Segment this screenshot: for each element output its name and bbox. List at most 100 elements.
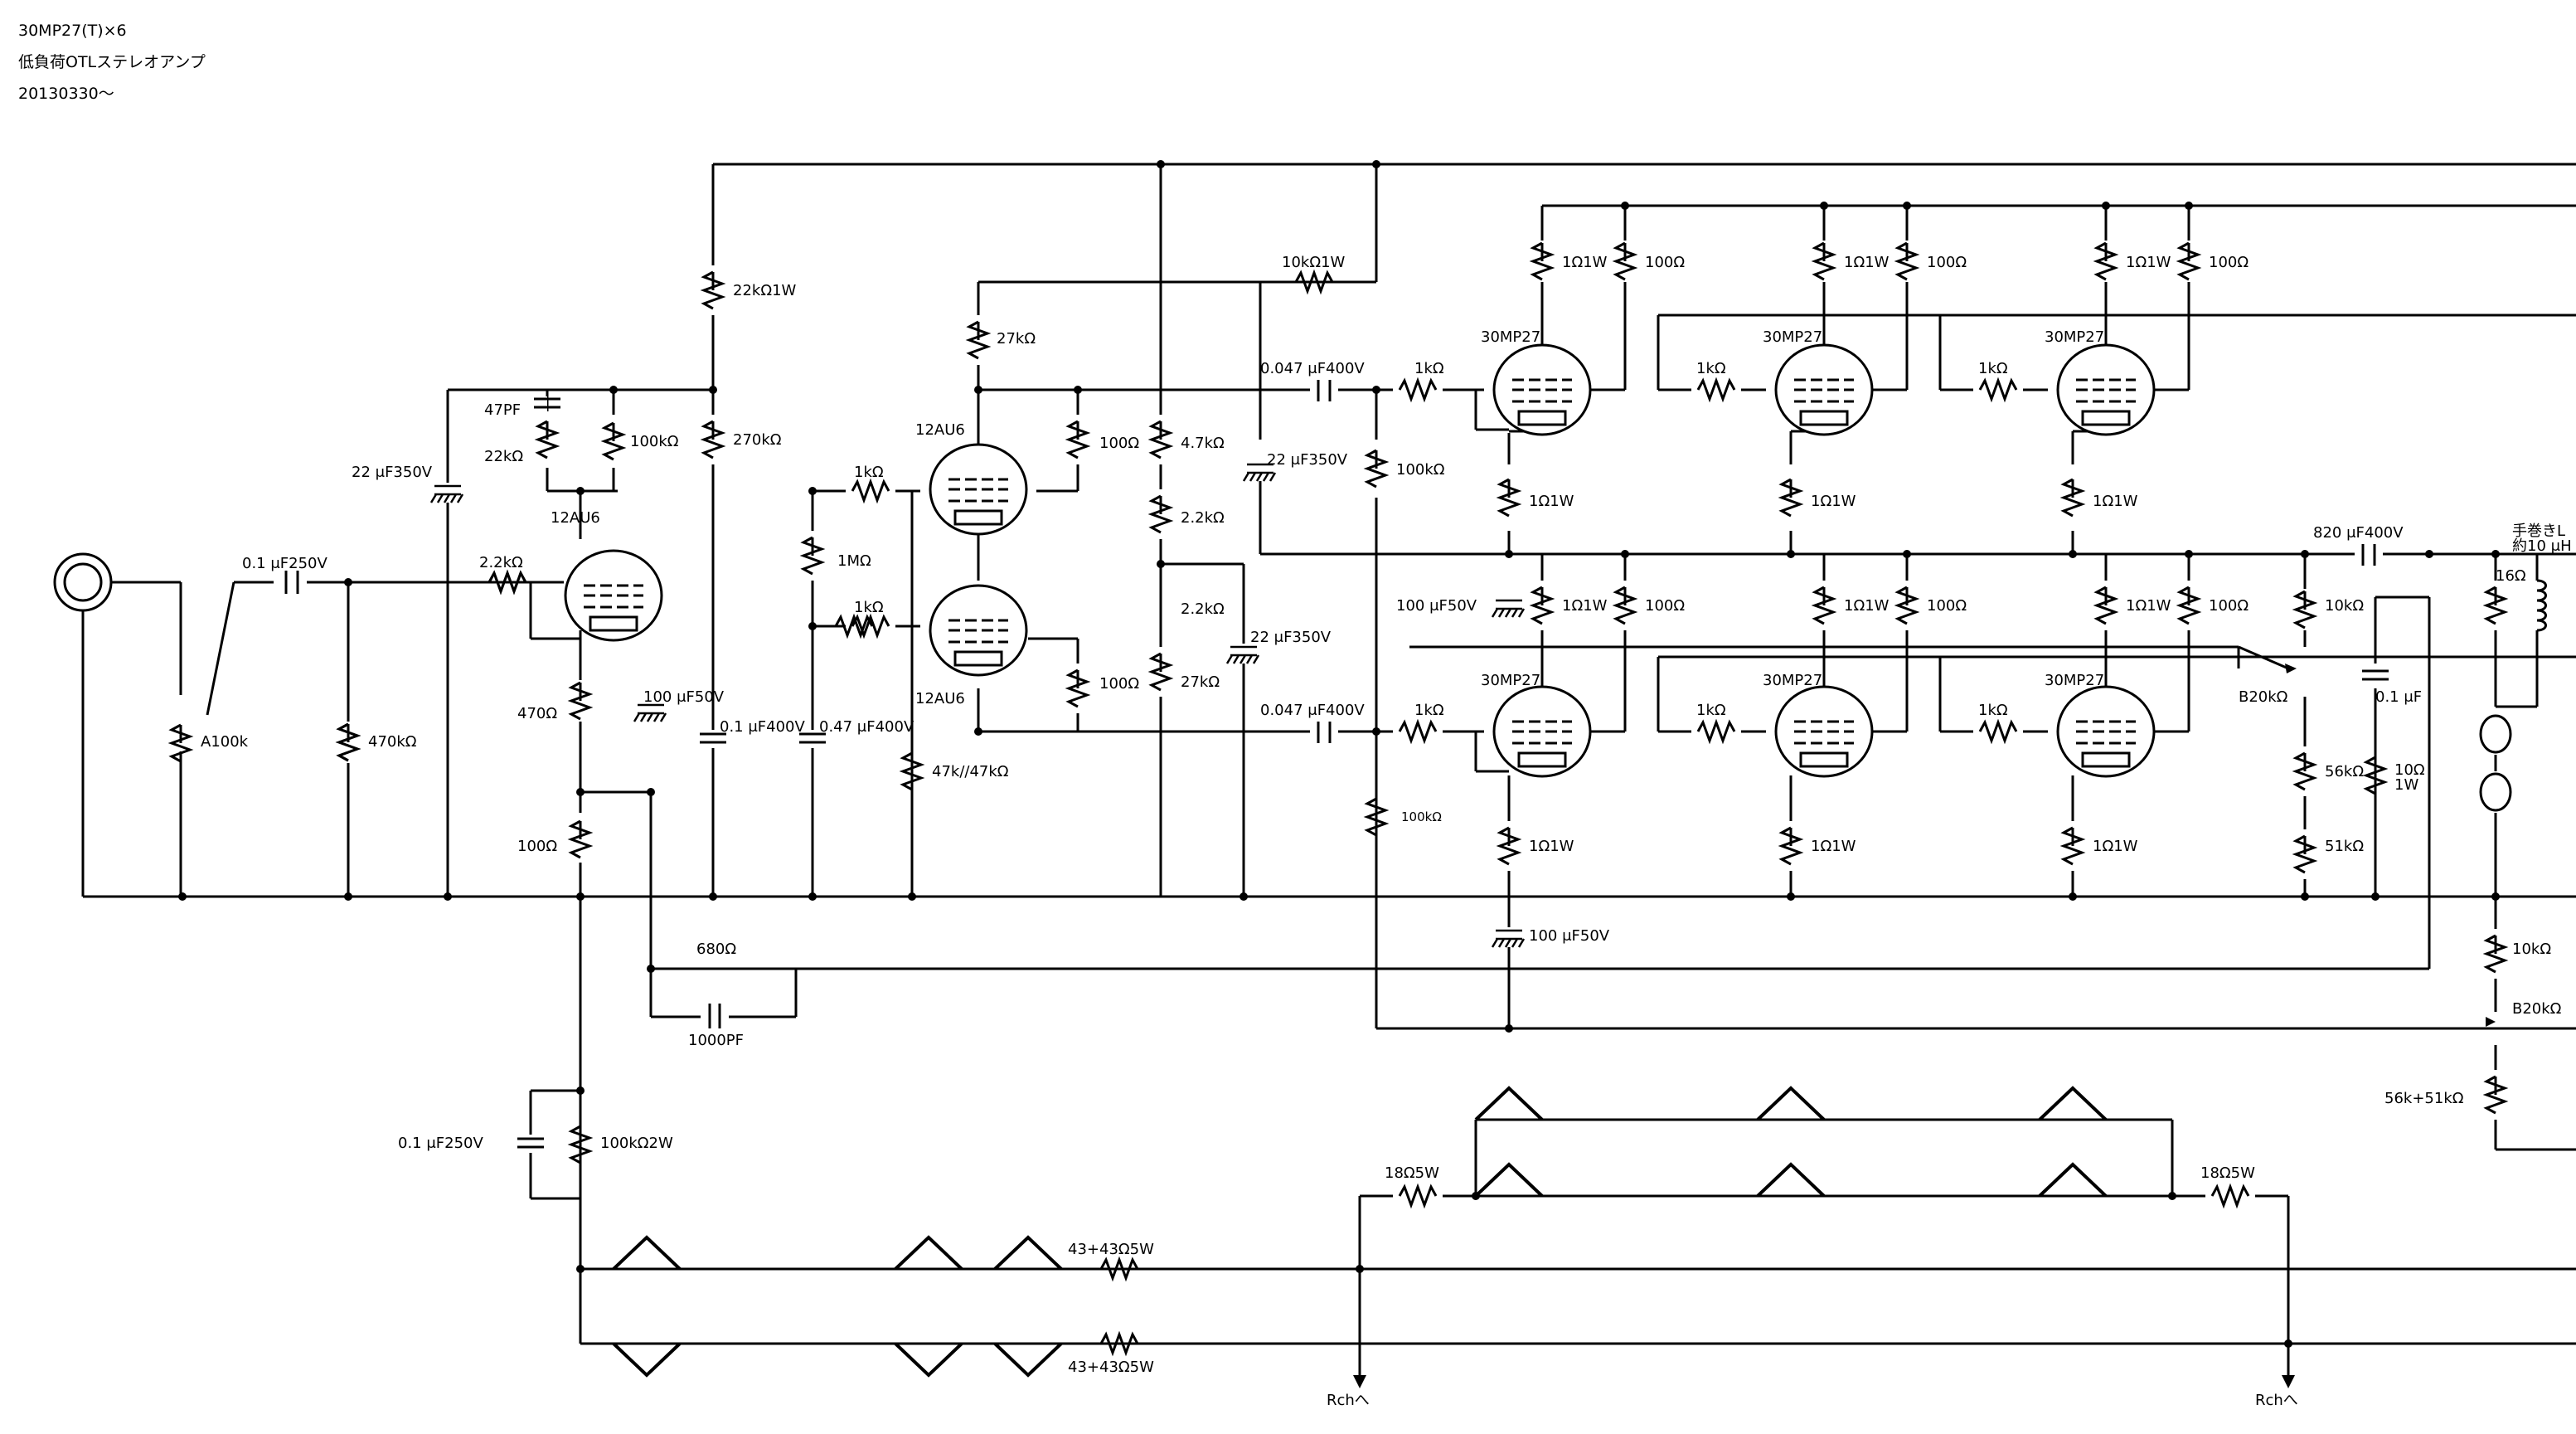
label-rs-1: 1Ω1W xyxy=(1562,254,1608,271)
label-pt-tube-5: 30MP27 xyxy=(1763,672,1822,689)
label-r-4k7: 4.7kΩ xyxy=(1181,435,1225,452)
label-c-22b: 22 μF350V xyxy=(1267,451,1348,469)
label-rk-6: 1Ω1W xyxy=(2093,838,2138,855)
label-c-out: 820 μF400V xyxy=(2313,524,2404,542)
label-rch-b: Rchへ xyxy=(2255,1392,2298,1409)
heater-wiring xyxy=(612,1086,2108,1378)
label-r-gl: 470kΩ xyxy=(368,733,417,751)
label-r-2k2b: 2.2kΩ xyxy=(1181,600,1225,618)
label-rk-3: 1Ω1W xyxy=(2093,493,2138,510)
label-r-dr: 22kΩ1W xyxy=(733,282,797,299)
label-r-10k-a: 10kΩ xyxy=(2325,597,2364,615)
label-pt-tube-3: 30MP27 xyxy=(2045,328,2104,346)
label-c-psu: 0.1 μF250V xyxy=(398,1135,484,1152)
label-c-dec1: 22 μF350V xyxy=(352,464,433,481)
label-rk-1: 1Ω1W xyxy=(1529,493,1574,510)
label-pt-tube-2: 30MP27 xyxy=(1763,328,1822,346)
label-r-1m: 1MΩ xyxy=(837,552,871,570)
label-r-k1: 470Ω xyxy=(517,705,557,722)
label-r-43a: 43+43Ω5W xyxy=(1068,1241,1154,1258)
label-r-fb: 22kΩ xyxy=(484,448,523,465)
label-r-1k-b: 1kΩ xyxy=(854,599,884,616)
label-vr-b20k-a: B20kΩ xyxy=(2239,688,2288,706)
label-rs-3: 1Ω1W xyxy=(2126,254,2171,271)
label-r-2k2a: 2.2kΩ xyxy=(1181,509,1225,527)
label-rp-3: 100Ω xyxy=(2209,254,2249,271)
rch-arrows xyxy=(1353,664,2496,1388)
label-rp-5: 100Ω xyxy=(1927,597,1967,615)
inductor-and-output xyxy=(2479,579,2547,812)
label-tube1: 12AU6 xyxy=(551,509,600,527)
label-coil-val: 約10 μH xyxy=(2512,537,2572,555)
label-rp-6: 100Ω xyxy=(2209,597,2249,615)
label-c-047a: 0.047 μF400V xyxy=(1260,360,1365,377)
label-r-18b: 18Ω5W xyxy=(2200,1164,2255,1182)
label-r-51k: 51kΩ xyxy=(2325,838,2364,855)
label-rg-1: 1kΩ xyxy=(1414,360,1444,377)
header-date: 20130330〜 xyxy=(18,85,114,103)
label-rg-5: 1kΩ xyxy=(1696,702,1726,719)
label-rg-3: 1kΩ xyxy=(1978,360,2008,377)
label-r-k2: 100Ω xyxy=(517,838,557,855)
label-rs-2: 1Ω1W xyxy=(1844,254,1890,271)
label-c-100-u: 100 μF50V xyxy=(1396,597,1477,615)
label-rch-a: Rchへ xyxy=(1327,1392,1370,1409)
label-tube2: 12AU6 xyxy=(915,421,965,439)
component-labels: 0.1 μF250V A100k 470kΩ 2.2kΩ 22 μF350V 4… xyxy=(201,254,2572,1409)
label-rp-4: 100Ω xyxy=(1645,597,1685,615)
header-title: 30MP27(T)×6 xyxy=(18,22,127,40)
schematic-header: 30MP27(T)×6 低負荷OTLステレオアンプ 20130330〜 xyxy=(18,15,206,109)
label-vr-b20k-b: B20kΩ xyxy=(2512,1000,2562,1018)
label-r-47k: 47k//47kΩ xyxy=(932,763,1009,780)
label-c-k1: 100 μF50V xyxy=(643,688,725,706)
label-vr-in: A100k xyxy=(201,733,249,751)
label-rg-4: 1kΩ xyxy=(1414,702,1444,719)
label-rs-4: 1Ω1W xyxy=(1562,597,1608,615)
label-c-100-l: 100 μF50V xyxy=(1529,927,1610,945)
label-r-psu: 100kΩ2W xyxy=(600,1135,673,1152)
label-rg-6: 1kΩ xyxy=(1978,702,2008,719)
label-pt-tube-6: 30MP27 xyxy=(2045,672,2104,689)
label-c-1000: 1000PF xyxy=(688,1032,744,1049)
label-r-16: 16Ω xyxy=(2496,567,2526,585)
label-r-56k: 56kΩ xyxy=(2325,763,2364,780)
label-c-in: 0.1 μF250V xyxy=(242,555,328,572)
label-r-10k-b: 10kΩ xyxy=(2512,941,2551,958)
label-rp-2: 100Ω xyxy=(1927,254,1967,271)
label-r-100k-l: 100kΩ xyxy=(1401,809,1442,824)
label-coil-top: 手巻きL xyxy=(2512,523,2565,540)
label-r-100a: 100Ω xyxy=(1099,435,1139,452)
label-rs-6: 1Ω1W xyxy=(2126,597,2171,615)
label-tube3: 12AU6 xyxy=(915,690,965,707)
label-rg-2: 1kΩ xyxy=(1696,360,1726,377)
label-r-56k51k: 56k+51kΩ xyxy=(2384,1090,2464,1107)
label-r-g1: 2.2kΩ xyxy=(479,554,523,571)
label-rp-1: 100Ω xyxy=(1645,254,1685,271)
label-c-01: 0.1 μF400V xyxy=(720,718,806,736)
label-rk-2: 1Ω1W xyxy=(1811,493,1856,510)
label-rk-4: 1Ω1W xyxy=(1529,838,1574,855)
label-r-100b: 100Ω xyxy=(1099,675,1139,693)
label-c-047b: 0.047 μF400V xyxy=(1260,702,1365,719)
label-r-680: 680Ω xyxy=(696,941,736,958)
junction-dots xyxy=(178,160,2500,1348)
label-rs-5: 1Ω1W xyxy=(1844,597,1890,615)
label-rk-5: 1Ω1W xyxy=(1811,838,1856,855)
label-r-270: 270kΩ xyxy=(733,431,782,449)
label-pt-tube-1: 30MP27 xyxy=(1481,328,1540,346)
label-r-10k1w: 10kΩ1W xyxy=(1282,254,1346,271)
label-r-10o: 10Ω xyxy=(2394,761,2425,779)
label-r-43b: 43+43Ω5W xyxy=(1068,1359,1154,1376)
label-c-22c: 22 μF350V xyxy=(1250,629,1332,646)
header-subtitle: 低負荷OTLステレオアンプ xyxy=(18,53,206,71)
label-r-l1: 100kΩ xyxy=(630,433,679,450)
label-r-27k: 27kΩ xyxy=(997,330,1036,348)
label-pt-tube-4: 30MP27 xyxy=(1481,672,1540,689)
label-c-fb: 47PF xyxy=(484,401,521,419)
label-r-1w: 1W xyxy=(2394,776,2418,794)
label-r-1k-a: 1kΩ xyxy=(854,464,884,481)
label-r-27k2: 27kΩ xyxy=(1181,673,1220,691)
label-r-100k-u: 100kΩ xyxy=(1396,461,1445,479)
label-r-18a: 18Ω5W xyxy=(1385,1164,1439,1182)
